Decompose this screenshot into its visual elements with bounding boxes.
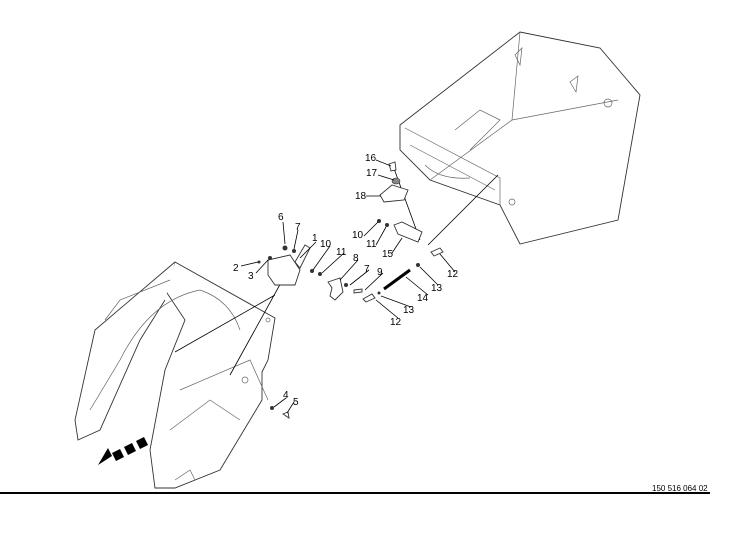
part-12-clip	[362, 293, 376, 303]
callout-labels: 1 2 3 4 5 6 7 7 8 9 10 10 11 11 12 12 13…	[233, 153, 459, 408]
callout-6: 6	[278, 212, 284, 223]
drawing-number: 150 516 064 02	[652, 484, 708, 493]
part-18-plate	[379, 184, 409, 203]
callout-12: 12	[447, 269, 459, 280]
callout-7b: 7	[364, 264, 370, 275]
callout-11: 11	[336, 247, 347, 258]
part-14-rod	[383, 268, 411, 291]
callout-16: 16	[365, 153, 377, 164]
callout-11b: 11	[366, 239, 377, 250]
part-8-bracket	[327, 277, 344, 301]
callout-8: 8	[353, 253, 359, 264]
callout-12b: 12	[390, 317, 402, 328]
callout-7: 7	[295, 222, 301, 233]
callout-10: 10	[320, 239, 332, 250]
part-1-lock	[267, 254, 301, 286]
callout-13: 13	[431, 283, 443, 294]
part-16-bolt	[388, 161, 397, 172]
callout-9: 9	[377, 267, 383, 278]
callout-4: 4	[283, 390, 289, 401]
reference-line	[174, 269, 289, 376]
direction-arrow-icon	[98, 437, 148, 465]
callout-2: 2	[233, 263, 239, 274]
upper-housing	[399, 31, 641, 245]
callout-18: 18	[355, 191, 367, 202]
baseline-rule	[0, 492, 710, 494]
lower-frame	[74, 261, 276, 489]
callout-10b: 10	[352, 230, 364, 241]
callout-5: 5	[293, 397, 299, 408]
reference-line	[391, 162, 499, 246]
callout-3: 3	[248, 271, 254, 282]
part-15-plate	[393, 221, 423, 243]
callout-15: 15	[382, 249, 394, 260]
callout-17: 17	[366, 168, 378, 179]
parts	[257, 161, 444, 419]
leader-lines	[240, 159, 456, 414]
callout-1: 1	[312, 233, 318, 244]
callout-14: 14	[417, 293, 429, 304]
callout-13b: 13	[403, 305, 415, 316]
